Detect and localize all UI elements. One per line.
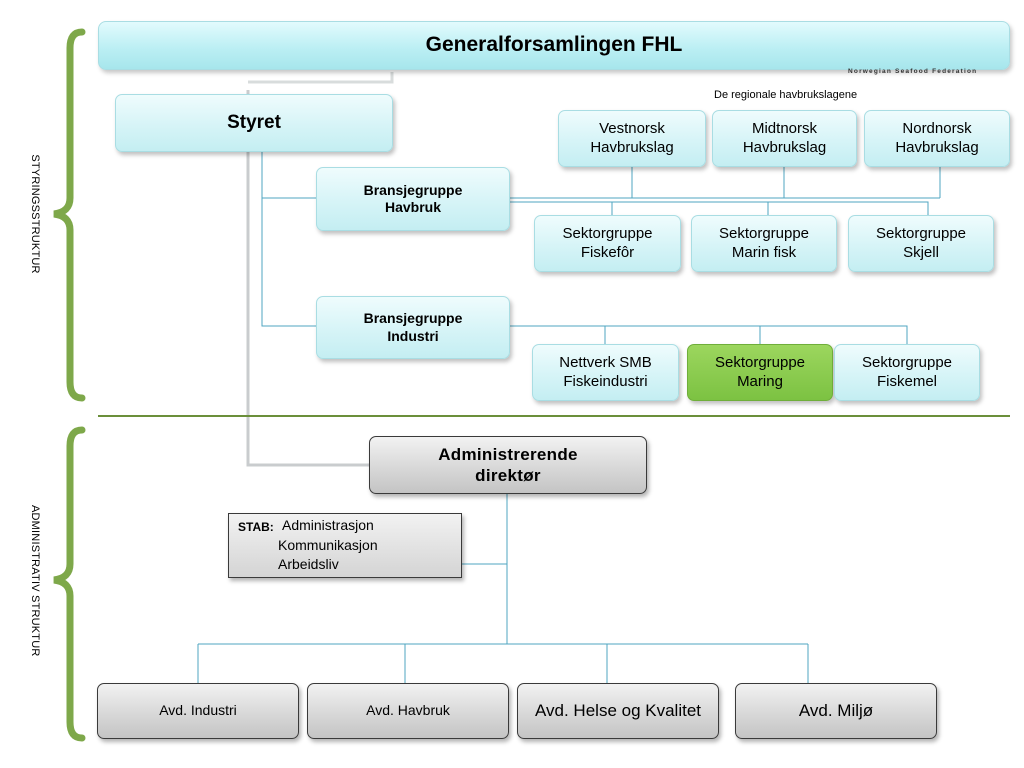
board-to-industri-line [261, 152, 317, 327]
governance-label: STYRINGSSTRUKTUR [29, 154, 41, 274]
bransje-line1: Bransjegruppe [363, 181, 463, 198]
sector-line2: Fiskefôr [580, 243, 635, 261]
sector-line1: Sektorgruppe [562, 224, 653, 242]
regional-line2: Havbrukslag [895, 138, 979, 156]
sector-line2: Marin fisk [731, 243, 797, 261]
regional-caption: De regionale havbrukslagene [714, 89, 858, 101]
sector-box-fiskefor[interactable]: Sektorgruppe Fiskefôr [534, 215, 681, 272]
sector-line2: Maring [737, 372, 783, 390]
network-box-smb[interactable]: Nettverk SMB Fiskeindustri [532, 344, 679, 401]
board-label: Styret [227, 112, 281, 134]
bransje-industri-box[interactable]: Bransjegruppe Industri [316, 296, 510, 359]
federation-tagline: Norwegian Seafood Federation [848, 68, 978, 75]
stab-label: STAB: [238, 520, 274, 534]
sector-box-marin-fisk[interactable]: Sektorgruppe Marin fisk [691, 215, 837, 272]
bransje-line1: Bransjegruppe [363, 310, 463, 326]
bransje-havbruk-box[interactable]: Bransjegruppe Havbruk [316, 167, 510, 231]
department-label: Avd. Helse og Kvalitet [535, 701, 701, 721]
bransje-line2: Havbruk [384, 199, 442, 215]
department-havbruk[interactable]: Avd. Havbruk [307, 683, 509, 739]
regional-line2: Havbrukslag [590, 138, 674, 156]
regional-line1: Midtnorsk [751, 119, 818, 137]
department-lines [197, 643, 809, 684]
havbruk-sector-lines [510, 201, 929, 216]
director-line1: Administrerende [438, 444, 578, 464]
governance-bracket [53, 28, 86, 402]
sector-line1: Sektorgruppe [718, 224, 810, 242]
sector-line2: Fiskeindustri [563, 372, 648, 390]
stab-box[interactable]: STAB: Administrasjon Kommunikasjon Arbei… [228, 513, 462, 578]
regional-box-vestnorsk[interactable]: Vestnorsk Havbrukslag [558, 110, 706, 167]
regional-line2: Havbrukslag [742, 138, 827, 156]
department-industri[interactable]: Avd. Industri [97, 683, 299, 739]
general-assembly-box[interactable]: Generalforsamlingen FHL [98, 21, 1010, 70]
department-helse-kvalitet[interactable]: Avd. Helse og Kvalitet [517, 683, 719, 739]
regional-line1: Nordnorsk [902, 119, 972, 137]
sector-box-maring[interactable]: Sektorgruppe Maring [687, 344, 833, 401]
regional-drop-lines [631, 166, 941, 198]
director-line2: direktør [475, 466, 541, 485]
general-assembly-title: Generalforsamlingen FHL [425, 33, 683, 57]
department-label: Avd. Industri [159, 702, 237, 719]
bransje-line2: Industri [387, 327, 439, 344]
assembly-to-director-line [246, 90, 370, 467]
stab-item: Kommunikasjon [278, 537, 378, 553]
regional-box-nordnorsk[interactable]: Nordnorsk Havbrukslag [864, 110, 1010, 167]
department-miljo[interactable]: Avd. Miljø [735, 683, 937, 739]
sector-line2: Skjell [903, 243, 939, 261]
stab-item: Administrasjon [282, 517, 374, 533]
regional-line1: Vestnorsk [599, 119, 665, 137]
board-box[interactable]: Styret [115, 94, 393, 152]
director-box[interactable]: Administrerende direktør [369, 436, 647, 494]
sector-box-fiskemel[interactable]: Sektorgruppe Fiskemel [834, 344, 980, 401]
regional-box-midtnorsk[interactable]: Midtnorsk Havbrukslag [712, 110, 857, 167]
department-label: Avd. Miljø [798, 701, 874, 721]
sector-line1: Sektorgruppe [861, 353, 953, 371]
sector-line2: Fiskemel [876, 372, 937, 390]
industri-sector-lines [510, 325, 908, 344]
sector-line1: Sektorgruppe [875, 224, 967, 242]
administrative-label: ADMINISTRATIV STRUKTUR [29, 505, 41, 657]
sector-line1: Sektorgruppe [714, 353, 806, 371]
stab-item: Arbeidsliv [278, 556, 339, 572]
department-label: Avd. Havbruk [366, 702, 450, 719]
administrative-bracket [53, 426, 86, 742]
sector-box-skjell[interactable]: Sektorgruppe Skjell [848, 215, 994, 272]
sector-line1: Nettverk SMB [559, 353, 652, 371]
